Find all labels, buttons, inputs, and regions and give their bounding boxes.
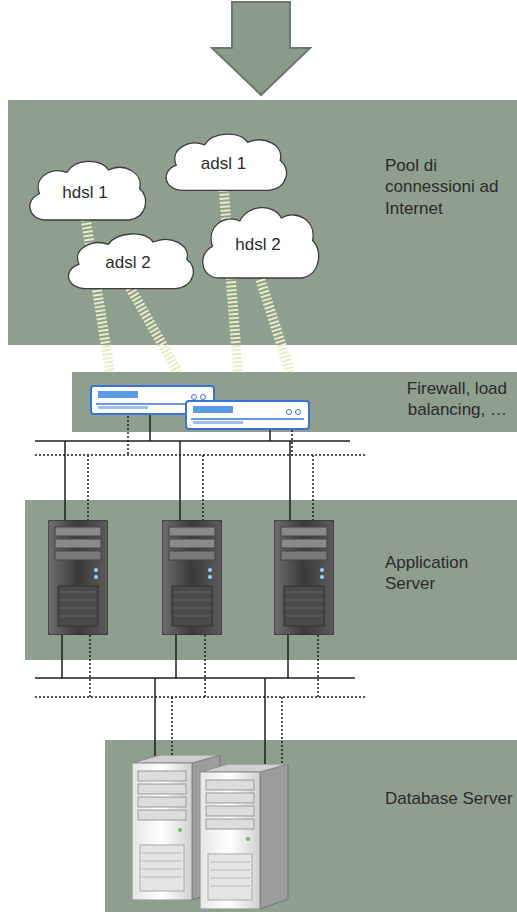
connection-label: hdsl 1: [62, 182, 107, 203]
firewall-device: [91, 386, 214, 414]
connection-cloud: hdsl 2: [193, 200, 323, 290]
wire: [87, 455, 89, 520]
connection-beam: [224, 186, 239, 372]
connection-label: adsl 2: [105, 252, 150, 273]
tier-label: Pool di connessioni ad Internet: [385, 155, 517, 219]
bus-line: [35, 677, 355, 679]
connection-beam: [85, 215, 110, 372]
application-server-icon: [274, 520, 334, 635]
network-bus-lower: [35, 635, 365, 768]
wire: [61, 635, 63, 678]
wire: [175, 635, 177, 678]
wire: [127, 412, 129, 455]
wire: [64, 441, 66, 520]
tier-label: Firewall, load balancing, …: [347, 378, 507, 421]
wire: [281, 697, 283, 768]
cloud-shape: [166, 134, 286, 190]
wire: [89, 635, 91, 697]
wire: [204, 635, 206, 697]
firewall-band: Firewall, load balancing, …: [72, 372, 517, 432]
connection-cloud: adsl 1: [156, 128, 291, 200]
connection-beam: [258, 272, 290, 372]
database-server-icon: [132, 755, 220, 900]
wire: [149, 412, 151, 441]
wire: [269, 430, 271, 441]
wire: [171, 697, 173, 760]
connection-label: adsl 1: [201, 153, 246, 174]
wire: [312, 455, 314, 520]
load-balancer-device: [186, 401, 309, 429]
connection-label: hdsl 2: [235, 234, 280, 255]
application-server-band: Application Server: [25, 500, 517, 660]
wire: [287, 635, 289, 678]
wire: [179, 441, 181, 520]
wire: [317, 635, 319, 697]
bus-line: [35, 440, 350, 442]
cloud-shape: [30, 161, 146, 220]
database-server-band: Database Server: [105, 740, 517, 912]
wire: [154, 678, 156, 760]
connection-beam: [128, 284, 178, 372]
connection-cloud: hdsl 1: [20, 155, 150, 230]
application-server-icon: [48, 520, 108, 635]
network-bus-upper: [35, 412, 365, 520]
application-server-icon: [162, 520, 222, 635]
internet-pool-band: Pool di connessioni ad Internet hdsl 1 ads…: [8, 100, 517, 345]
database-server-icon: [200, 764, 288, 909]
bus-line-backup: [35, 454, 365, 456]
tier-label: Application Server: [385, 552, 513, 595]
cloud-shape: [69, 234, 194, 289]
tier-label: Database Server: [385, 788, 513, 809]
bus-line-backup: [35, 696, 365, 698]
wire: [289, 441, 291, 520]
connection-cloud: adsl 2: [58, 228, 198, 298]
wire: [291, 430, 293, 455]
input-arrow: [212, 2, 310, 95]
wire: [264, 678, 266, 768]
wire: [202, 455, 204, 520]
cloud-shape: [203, 208, 319, 278]
